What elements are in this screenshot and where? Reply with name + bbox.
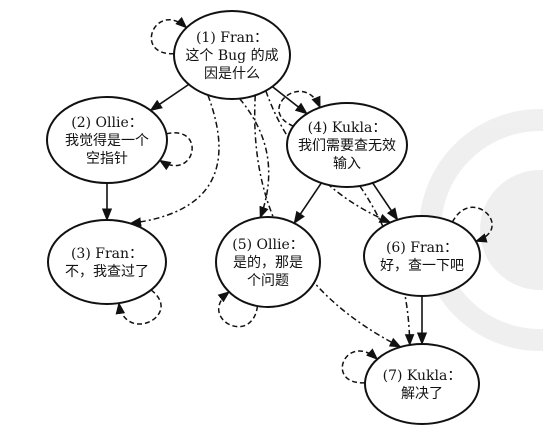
- edge-n4-n6: [371, 182, 399, 221]
- node-ellipse: [364, 343, 480, 425]
- node-utterance-line: 个问题: [247, 273, 289, 289]
- self-loop-n4: [278, 90, 321, 127]
- self-loop-n1: [150, 16, 188, 55]
- node-ellipse: [46, 96, 168, 184]
- node-speaker: (3) Fran：: [71, 246, 143, 262]
- self-loop-n5: [217, 291, 259, 328]
- self-loop-n3: [115, 289, 162, 325]
- node-n3: (3) Fran： 不，我查过了: [47, 219, 167, 305]
- self-loop-n6: [451, 206, 493, 243]
- node-utterance-line: 我们需要查无效: [298, 138, 396, 154]
- node-utterance-line: 我觉得是一个: [65, 132, 149, 149]
- node-speaker: (5) Ollie：: [232, 237, 303, 253]
- node-speaker: (4) Kukla：: [308, 120, 387, 136]
- self-loop-n7: [341, 348, 379, 384]
- node-utterance-line: 输入: [333, 156, 361, 172]
- self-loops: [115, 16, 493, 384]
- node-n6: (6) Fran： 好，查一下吧: [363, 215, 481, 297]
- node-utterance-line: 因是什么: [204, 66, 260, 82]
- node-ellipse: [363, 215, 481, 297]
- edge-n4-n5: [293, 182, 323, 225]
- node-utterance-line: 这个 Bug 的成: [185, 47, 278, 64]
- node-ellipse: [286, 102, 408, 188]
- node-utterance-line: 不，我查过了: [65, 264, 149, 280]
- edge-n1-n2: [149, 83, 190, 112]
- dashed-edge-n1-n5: [239, 98, 270, 219]
- node-speaker: (7) Kukla：: [383, 368, 462, 384]
- dashed-edge-n1-n3: [129, 94, 220, 227]
- node-utterance-line: 是的，那是: [233, 255, 303, 271]
- node-speaker: (1) Fran：: [196, 30, 268, 46]
- node-n7: (7) Kukla： 解决了: [364, 343, 480, 425]
- node-ellipse: [47, 219, 167, 305]
- node-speaker: (2) Ollie：: [71, 115, 142, 131]
- node-utterance-line: 解决了: [401, 386, 443, 402]
- node-ellipse: [173, 10, 291, 100]
- node-speaker: (6) Fran：: [386, 240, 458, 256]
- node-utterance-line: 好，查一下吧: [380, 258, 464, 274]
- edge-n1-n4: [271, 85, 309, 115]
- solid-edges: [101, 83, 428, 346]
- node-ellipse: [215, 216, 321, 308]
- node-utterance-line: 空指针: [86, 151, 128, 167]
- self-loop-n2: [158, 132, 193, 171]
